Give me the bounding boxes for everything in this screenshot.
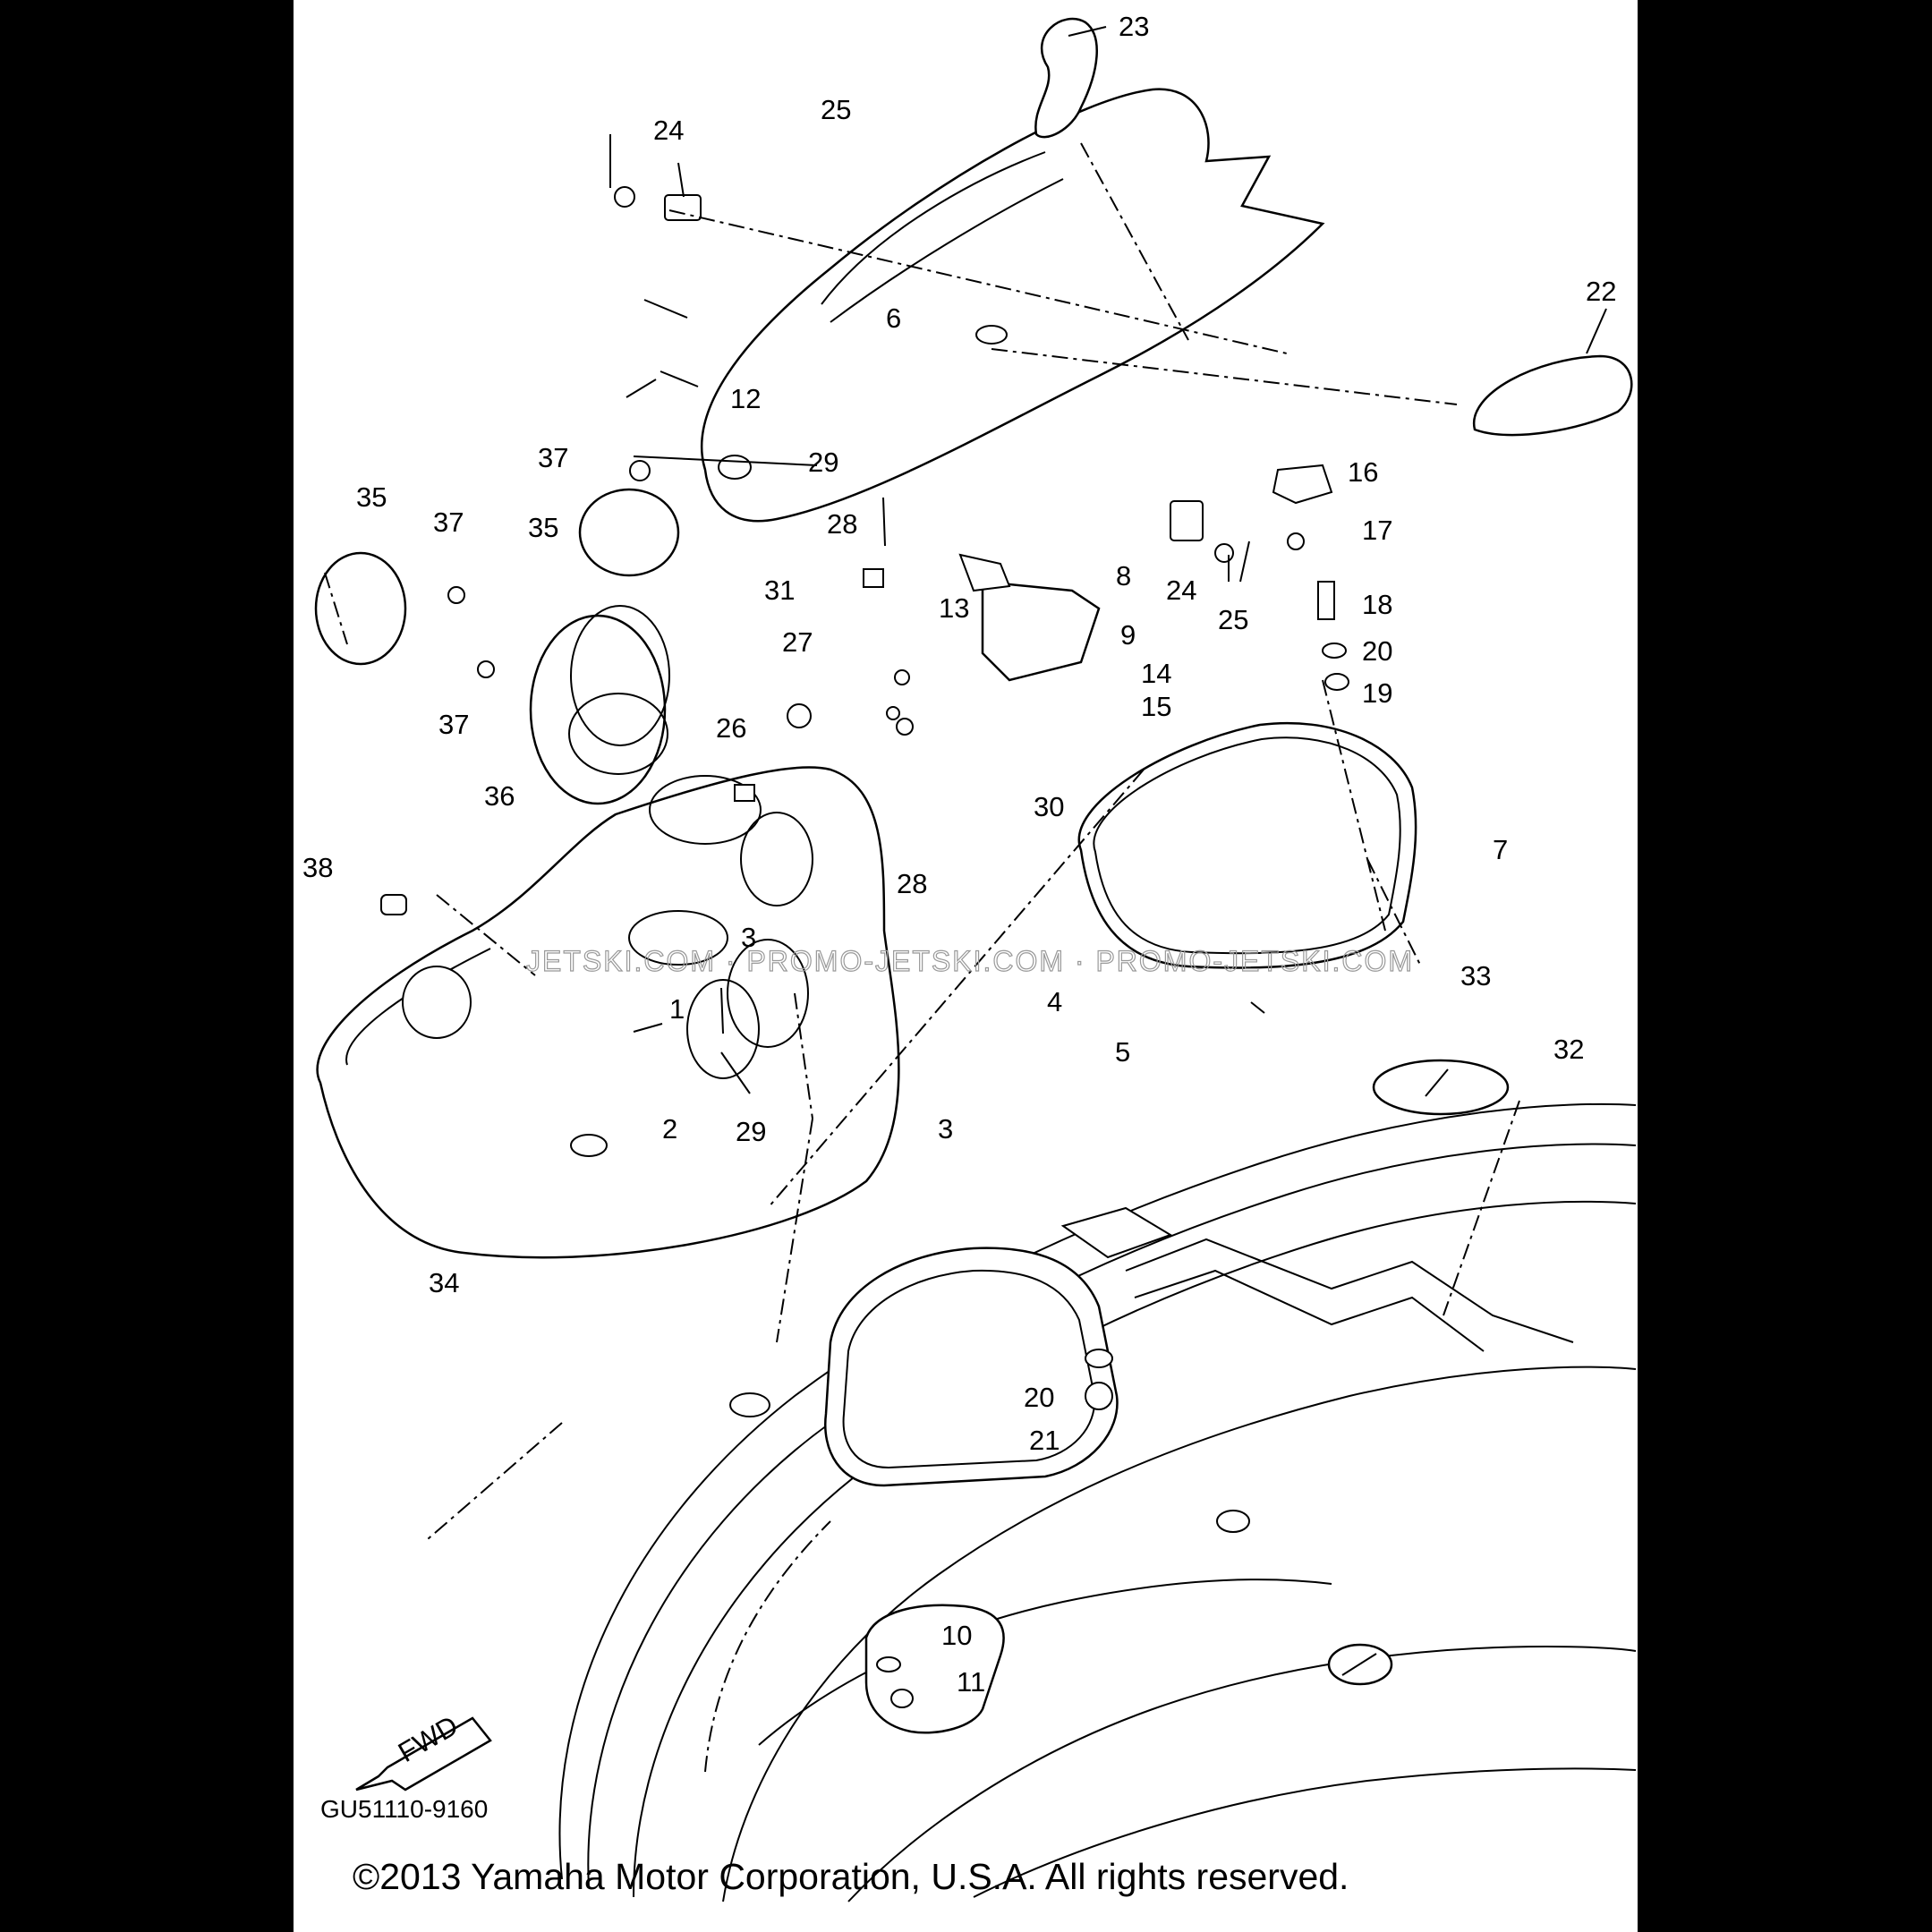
label-part-37-top: 37 xyxy=(538,442,568,473)
cover-part-35-left xyxy=(314,551,407,666)
plate-part-36 xyxy=(529,614,667,805)
diagram-page: JETSKI.COM · PROMO-JETSKI.COM · PROMO-JE… xyxy=(294,0,1638,1932)
label-part-13: 13 xyxy=(939,592,969,624)
exploded-parts-diagram: JETSKI.COM · PROMO-JETSKI.COM · PROMO-JE… xyxy=(302,11,1637,1902)
part-15 xyxy=(896,718,914,736)
label-part-34: 34 xyxy=(429,1267,459,1298)
label-part-6: 6 xyxy=(886,302,901,334)
label-part-29-upper: 29 xyxy=(808,447,838,478)
label-part-32: 32 xyxy=(1553,1034,1584,1065)
label-part-18: 18 xyxy=(1362,589,1392,620)
part-28-lower xyxy=(734,784,755,802)
label-part-37-mid: 37 xyxy=(433,506,464,538)
rivet-part-12 xyxy=(660,370,699,387)
label-part-11: 11 xyxy=(957,1666,985,1698)
label-part-38: 38 xyxy=(302,852,333,883)
part-20-lower xyxy=(1085,1349,1113,1368)
label-part-24-top: 24 xyxy=(653,115,684,146)
band-part-3-lower xyxy=(686,979,760,1079)
label-part-9: 9 xyxy=(1120,619,1136,651)
watermark: JETSKI.COM · PROMO-JETSKI.COM · PROMO-JE… xyxy=(526,945,1414,977)
label-part-28-lower: 28 xyxy=(897,868,927,899)
part-26 xyxy=(787,703,812,728)
upper-cowling-drawing xyxy=(700,88,1325,523)
part-18 xyxy=(1317,581,1335,620)
band-part-30 xyxy=(649,775,762,845)
label-part-24-mid: 24 xyxy=(1166,574,1196,606)
part-17 xyxy=(1287,532,1305,550)
label-part-20-lower: 20 xyxy=(1024,1382,1054,1413)
part-25-top xyxy=(614,186,635,208)
rivet-part-5 xyxy=(720,1051,751,1094)
part-28-upper xyxy=(863,568,884,588)
label-part-20-upper: 20 xyxy=(1362,635,1392,667)
band-part-3-upper xyxy=(628,910,728,966)
hull-drawing xyxy=(558,1102,1637,1902)
label-part-25-top: 25 xyxy=(821,94,851,125)
part-19 xyxy=(1324,673,1349,691)
label-part-15: 15 xyxy=(1141,691,1171,722)
label-part-26: 26 xyxy=(716,712,746,744)
label-part-36: 36 xyxy=(484,780,515,812)
part-14 xyxy=(886,706,900,720)
bracket-part-16 xyxy=(1272,464,1333,505)
bracket-part-8 xyxy=(981,580,1101,682)
label-part-1: 1 xyxy=(669,993,685,1025)
label-part-27: 27 xyxy=(782,626,813,658)
cover-part-35-right xyxy=(578,488,680,577)
label-part-7: 7 xyxy=(1493,834,1508,865)
fwd-arrow: FWD xyxy=(355,1709,492,1792)
part-24-mid xyxy=(1170,500,1204,541)
label-part-35-left: 35 xyxy=(356,481,387,513)
leader-lines xyxy=(609,26,1607,1097)
label-part-14: 14 xyxy=(1141,658,1171,689)
label-part-37-left: 37 xyxy=(438,709,469,740)
label-part-21: 21 xyxy=(1029,1425,1060,1456)
copyright-notice: ©2013 Yamaha Motor Corporation, U.S.A. A… xyxy=(353,1856,1349,1897)
part-13 xyxy=(958,553,1011,592)
band-part-27 xyxy=(568,693,668,775)
plate-part-32 xyxy=(1372,1059,1510,1116)
rivet-part-29-top xyxy=(882,497,886,547)
part-37-left xyxy=(477,660,495,678)
rivet-part-29-low xyxy=(720,987,724,1034)
label-part-17: 17 xyxy=(1362,515,1392,546)
label-part-30: 30 xyxy=(1034,791,1064,822)
part-21 xyxy=(1085,1382,1113,1410)
label-part-3-lower: 3 xyxy=(938,1113,953,1145)
part-37-top xyxy=(629,460,651,481)
label-part-10: 10 xyxy=(941,1620,972,1651)
label-part-5: 5 xyxy=(1115,1036,1130,1068)
part-20-upper xyxy=(1322,643,1347,659)
drawing-code: GU51110-9160 xyxy=(320,1795,489,1823)
label-part-31: 31 xyxy=(764,574,795,606)
label-part-23: 23 xyxy=(1119,11,1149,42)
label-part-29-lower: 29 xyxy=(736,1116,766,1147)
screw-part-33 xyxy=(1250,1001,1265,1014)
label-part-35-right: 35 xyxy=(528,512,558,543)
label-part-3-upper: 3 xyxy=(741,922,756,953)
rivet-part-2 xyxy=(633,1023,663,1033)
cover-part-23 xyxy=(1034,17,1098,139)
label-part-19: 19 xyxy=(1362,677,1392,709)
label-part-12: 12 xyxy=(730,383,761,414)
part-9 xyxy=(894,669,910,685)
part-37-mid xyxy=(447,586,465,604)
tie-part-31 xyxy=(570,605,670,746)
part-25-mid xyxy=(1214,543,1234,563)
cover-part-22 xyxy=(1472,354,1633,437)
part-24-top xyxy=(664,194,702,221)
label-part-22: 22 xyxy=(1586,276,1616,307)
gasket-part-7 xyxy=(1077,721,1417,969)
label-part-33: 33 xyxy=(1460,960,1491,992)
plug-part-38 xyxy=(380,894,407,915)
label-part-25-mid: 25 xyxy=(1218,604,1248,635)
label-part-2: 2 xyxy=(662,1113,677,1145)
label-part-8: 8 xyxy=(1116,560,1131,592)
label-part-28-upper: 28 xyxy=(827,508,857,540)
label-part-16: 16 xyxy=(1348,456,1378,488)
label-part-4: 4 xyxy=(1047,986,1062,1017)
